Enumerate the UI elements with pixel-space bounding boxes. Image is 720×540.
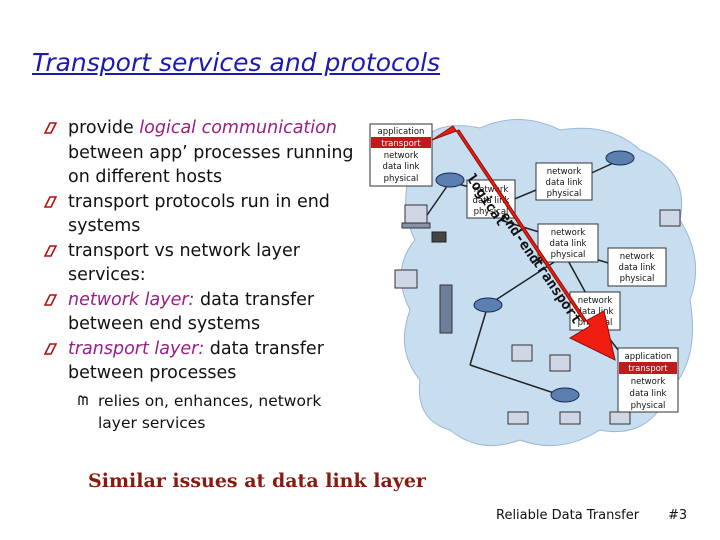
footer-note: Similar issues at data link layer (88, 470, 426, 492)
bullet-item: network layer: data transfer between end… (44, 288, 364, 337)
stack-transport: transport (381, 139, 421, 149)
bullet-item: transport layer: data transfer between p… (44, 337, 364, 386)
bullet-text: provide (68, 118, 140, 138)
slide-title: Transport services and protocols (32, 48, 441, 77)
router-icons (435, 150, 635, 403)
bullet-item: transport vs network layer services: (44, 239, 364, 288)
host-icons (394, 204, 681, 425)
sub-bullet-icon (78, 394, 88, 405)
stack-data-link: data link (619, 263, 656, 273)
stack-data-link: data link (546, 178, 583, 188)
sub-bullet-text: relies on, enhances, network layer servi… (98, 391, 322, 432)
stack-network: network (631, 377, 666, 387)
protocol-stack-source: application transport network data link … (369, 123, 433, 187)
desktop-icon (549, 354, 571, 372)
router-icon (550, 387, 580, 403)
stack-data-link: data link (383, 162, 420, 172)
stack-physical: physical (620, 274, 655, 284)
protocol-stack-router-4: network data link physical (607, 247, 667, 287)
stack-transport: transport (628, 364, 668, 374)
bullet-item: provide logical communication between ap… (44, 116, 364, 190)
bullet-icon (44, 293, 57, 306)
desktop-icon (404, 204, 428, 224)
bullet-icon (44, 122, 57, 134)
protocol-stack-destination: application transport network data link … (617, 347, 679, 413)
bullet-highlight: network layer: (68, 289, 195, 310)
stack-physical: physical (474, 207, 509, 217)
protocol-stack-router-3: network data link physical (537, 223, 599, 263)
laptop-icon (507, 411, 529, 425)
stack-network: network (620, 252, 655, 262)
laptop-icon (559, 411, 581, 425)
desktop-icon (394, 269, 418, 289)
bullet-text: transport vs network layer services: (68, 240, 300, 286)
router-icon (605, 150, 635, 166)
stack-application: application (625, 352, 672, 362)
stack-physical: physical (384, 174, 419, 184)
stack-network: network (384, 151, 419, 161)
router-icon (435, 172, 465, 188)
protocol-stack-router-2: network data link physical (535, 162, 593, 201)
stack-physical: physical (551, 250, 586, 260)
bullet-item: transport protocols run in end systems (44, 190, 364, 239)
bullet-text: between app’ processes running on differ… (68, 142, 354, 188)
desktop-icon (511, 344, 533, 362)
stack-network: network (474, 185, 509, 195)
bullet-icon (44, 342, 57, 355)
protocol-stack-router-1: network data link physical (466, 179, 516, 219)
stack-data-link: data link (577, 307, 614, 317)
stack-data-link: data link (473, 196, 510, 206)
stack-network: network (551, 228, 586, 238)
server-icon (439, 284, 453, 334)
bullet-text: data transfer between processes (68, 338, 324, 384)
slide-number: #3 (668, 508, 688, 523)
stack-data-link: data link (630, 389, 667, 399)
stack-data-link: data link (550, 239, 587, 249)
desktop-icon (659, 209, 681, 227)
laptop-icon (609, 411, 631, 425)
bullet-highlight: logical communication (139, 118, 337, 138)
bullet-icon (44, 244, 57, 257)
end-end-arrow (431, 125, 616, 361)
stack-physical: physical (631, 401, 666, 411)
bullet-icon (44, 195, 57, 208)
phone-icon (431, 231, 447, 243)
stack-physical: physical (547, 189, 582, 199)
bullet-highlight: transport layer: (68, 338, 205, 359)
stack-network: network (547, 167, 582, 177)
router-icon (473, 297, 503, 313)
bullet-list: provide logical communication between ap… (44, 116, 364, 434)
stack-network: network (578, 296, 613, 306)
stack-application: application (378, 127, 425, 137)
bullet-text: data transfer between end systems (68, 289, 315, 335)
bullet-text: transport protocols run in end systems (68, 191, 330, 237)
sub-bullet-item: relies on, enhances, network layer servi… (44, 390, 364, 434)
course-name: Reliable Data Transfer (496, 508, 640, 523)
